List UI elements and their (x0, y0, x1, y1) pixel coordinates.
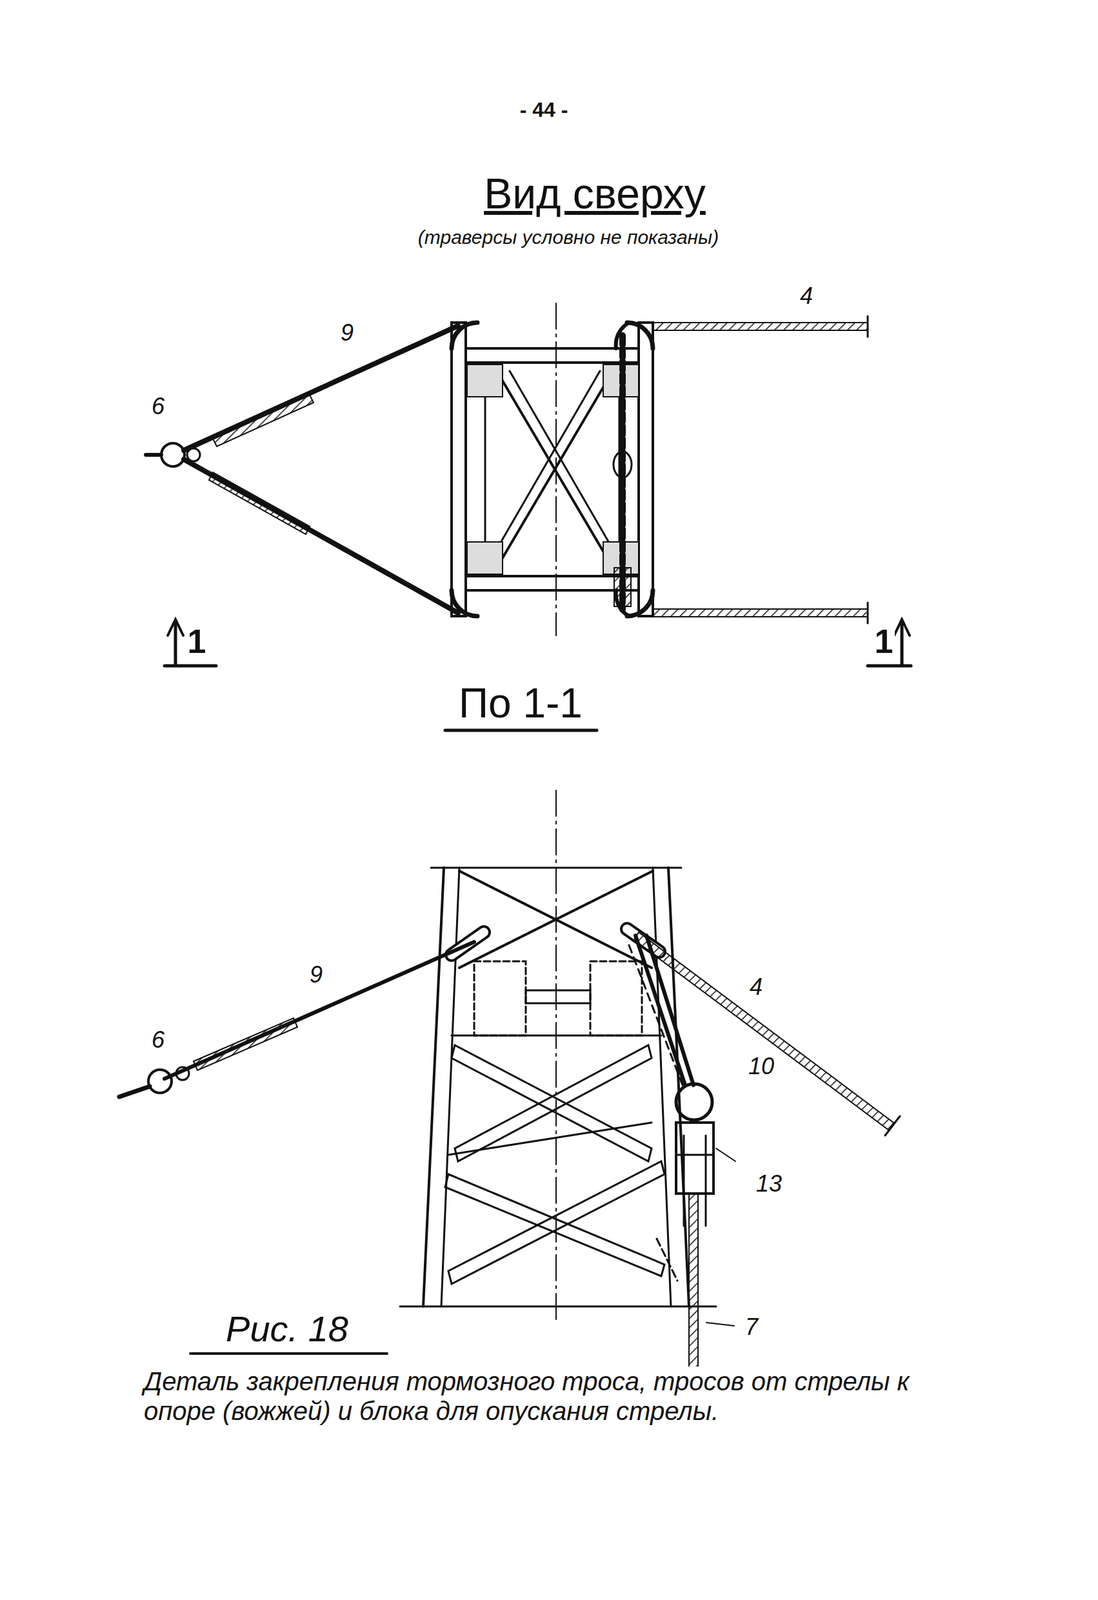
callout-number: 13 (754, 1170, 784, 1197)
section-mark: 1 (872, 623, 896, 660)
view-note: (траверсы условно не показаны) (416, 226, 721, 248)
callout-number: 7 (743, 1314, 760, 1340)
callout-number: 9 (307, 961, 325, 988)
page-number: - 44 - (518, 98, 571, 122)
figure-number: Рис. 18 (223, 1308, 351, 1349)
callout-number: 6 (149, 393, 167, 420)
callout-number: 6 (149, 1027, 167, 1053)
callout-number: 4 (747, 974, 765, 1000)
callout-number: 9 (338, 319, 356, 346)
callout-number: 10 (746, 1053, 777, 1080)
figure-caption: Деталь закрепления тормозного троса, тро… (141, 1366, 985, 1426)
view-title: Вид сверху (481, 170, 708, 218)
section-title: По 1-1 (456, 680, 585, 726)
callout-number: 4 (798, 283, 815, 310)
section-mark: 1 (185, 623, 209, 660)
